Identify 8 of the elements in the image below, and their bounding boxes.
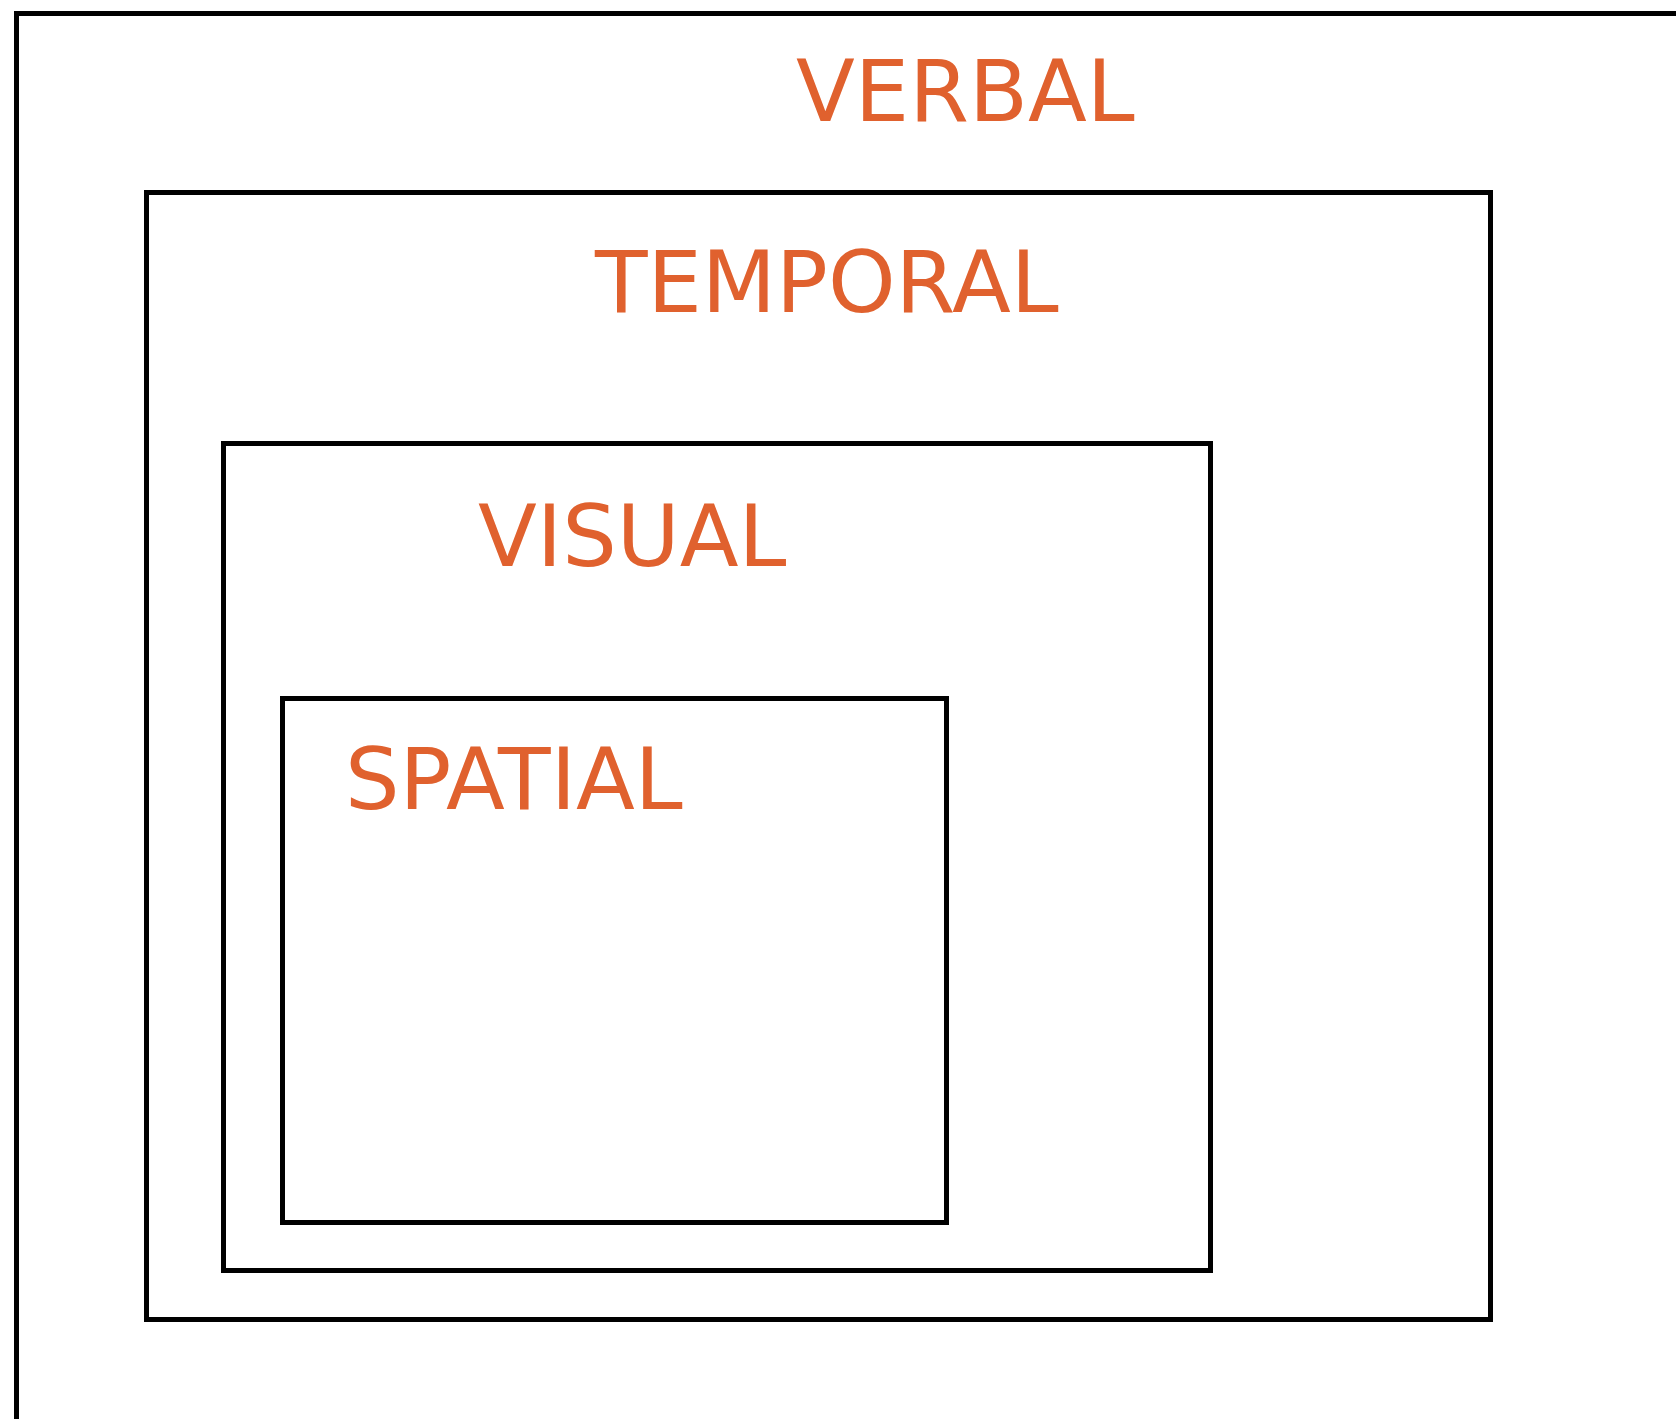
category-label: SPATIAL (345, 736, 683, 822)
nested-box (144, 190, 1493, 1322)
category-label: VISUAL (478, 493, 787, 579)
nested-box (280, 696, 949, 1225)
category-label: TEMPORAL (595, 239, 1059, 325)
nested-box (221, 441, 1213, 1273)
category-label: VERBAL (796, 48, 1135, 134)
nested-box (14, 11, 1676, 1419)
